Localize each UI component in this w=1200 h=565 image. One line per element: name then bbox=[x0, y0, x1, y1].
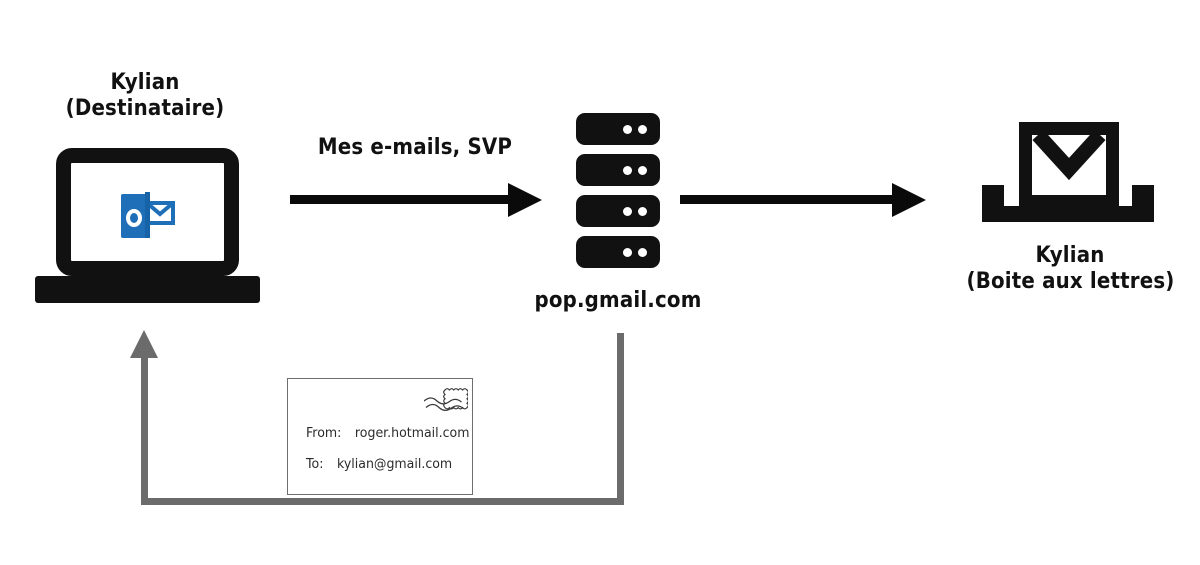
postage-stamp-icon bbox=[424, 388, 468, 412]
letter-to-label: To: bbox=[306, 456, 324, 472]
letter-to-value: kylian@gmail.com bbox=[337, 456, 453, 472]
mailbox-tray-bottom bbox=[982, 206, 1154, 222]
outlook-icon bbox=[121, 192, 175, 238]
client-label-line2: (Destinataire) bbox=[65, 95, 225, 121]
mailbox-label-line2: (Boite aux lettres) bbox=[966, 268, 1175, 294]
rack-led-icon bbox=[638, 248, 647, 257]
rack-unit bbox=[576, 113, 660, 145]
return-path-segment-horizontal bbox=[141, 498, 624, 505]
delivery-arrow-shaft bbox=[680, 195, 896, 204]
rack-led-icon bbox=[623, 125, 632, 134]
server-label: pop.gmail.com bbox=[534, 288, 702, 313]
letter-from-value: roger.hotmail.com bbox=[354, 425, 470, 441]
laptop-base bbox=[35, 276, 260, 303]
client-label: Kylian (Destinataire) bbox=[42, 70, 249, 122]
outlook-envelope-flap bbox=[145, 201, 175, 217]
rack-led-icon bbox=[623, 166, 632, 175]
request-arrow-head bbox=[508, 183, 542, 217]
return-path-arrow-head bbox=[130, 330, 158, 358]
rack-unit bbox=[576, 195, 660, 227]
server-rack-icon bbox=[576, 113, 660, 268]
client-label-line1: Kylian bbox=[110, 70, 180, 95]
rack-unit bbox=[576, 236, 660, 268]
rack-led-icon bbox=[638, 207, 647, 216]
delivery-arrow-head bbox=[892, 183, 926, 217]
return-path-arrow bbox=[130, 330, 640, 515]
mailbox-label: Kylian (Boite aux lettres) bbox=[966, 243, 1175, 295]
mailbox-envelope-flap bbox=[1032, 129, 1106, 181]
request-arrow-shaft bbox=[290, 195, 512, 204]
mailbox-inbox-icon bbox=[982, 122, 1154, 222]
rack-led-icon bbox=[638, 125, 647, 134]
outlook-o-ring-inner bbox=[130, 213, 138, 223]
request-arrow bbox=[290, 183, 545, 217]
return-path-segment-up bbox=[141, 355, 148, 505]
mailbox-label-line1: Kylian bbox=[1035, 243, 1105, 268]
delivery-arrow bbox=[680, 183, 930, 217]
laptop-icon bbox=[35, 148, 260, 303]
rack-led-icon bbox=[623, 207, 632, 216]
letter-from-line: From: roger.hotmail.com bbox=[306, 425, 469, 441]
request-edge-label: Mes e-mails, SVP bbox=[317, 135, 513, 160]
rack-unit bbox=[576, 154, 660, 186]
rack-led-icon bbox=[623, 248, 632, 257]
return-path-segment-down bbox=[617, 333, 624, 505]
letter-to-line: To: kylian@gmail.com bbox=[306, 456, 452, 472]
letter-from-label: From: bbox=[306, 425, 342, 441]
rack-led-icon bbox=[638, 166, 647, 175]
letter-card: From: roger.hotmail.com To: kylian@gmail… bbox=[287, 378, 473, 495]
laptop-screen-frame bbox=[56, 148, 239, 276]
outlook-fold-strip bbox=[145, 192, 150, 238]
